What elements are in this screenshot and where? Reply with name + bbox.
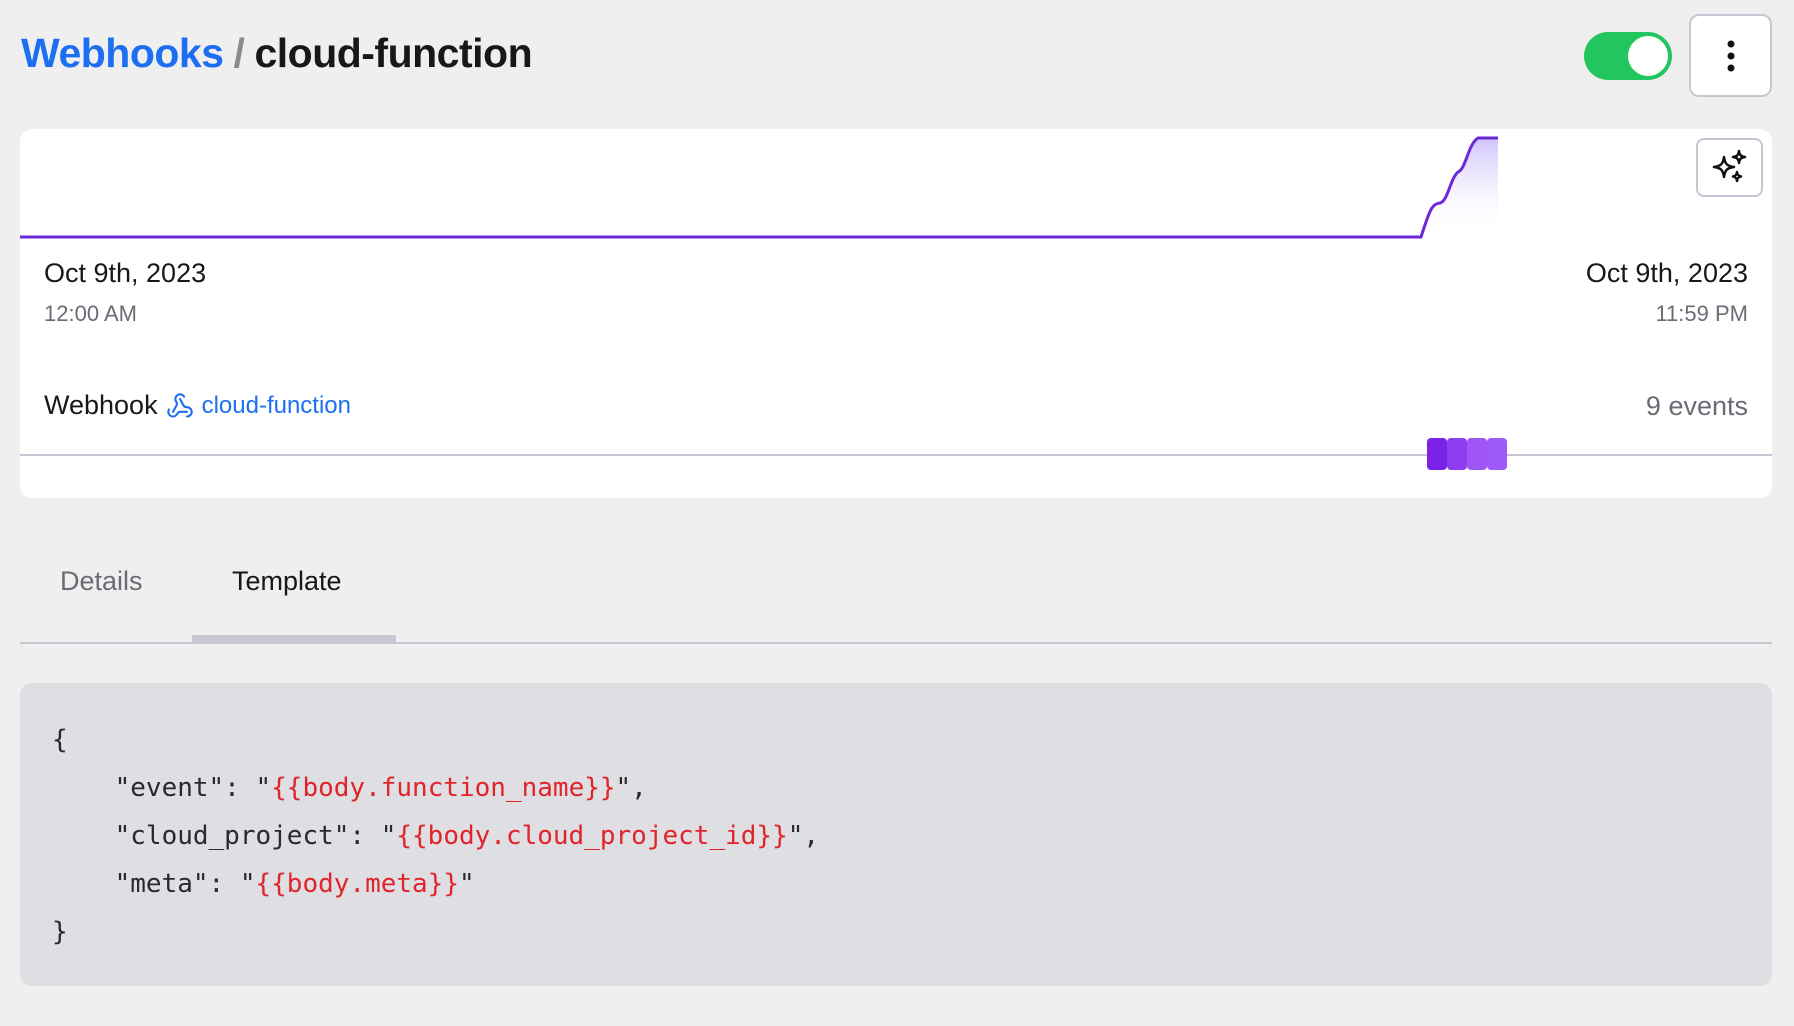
code-line: "meta": "{{body.meta}}"	[52, 860, 1740, 908]
chart-line	[20, 136, 1498, 239]
template-code-block[interactable]: { "event": "{{body.function_name}}", "cl…	[20, 683, 1772, 986]
end-time: 11:59 PM	[1655, 301, 1748, 326]
code-open-brace: {	[52, 725, 68, 755]
event-marker[interactable]	[1487, 438, 1507, 470]
code-template-var: {{body.meta}}	[255, 869, 460, 899]
start-date: Oct 9th, 2023	[44, 258, 207, 288]
code-line: "cloud_project": "{{body.cloud_project_i…	[52, 812, 1740, 860]
event-activity-chart	[20, 136, 1498, 239]
ai-insights-button[interactable]	[1696, 138, 1763, 197]
source-label: Webhook	[44, 390, 158, 420]
code-template-var: {{body.function_name}}	[271, 773, 616, 803]
tab-template[interactable]: Template	[232, 566, 342, 596]
source-webhook-link[interactable]: cloud-function	[201, 391, 352, 419]
code-template-var: {{body.cloud_project_id}}	[396, 821, 788, 851]
event-timeline-card: Oct 9th, 2023 12:00 AM Oct 9th, 2023 11:…	[20, 129, 1772, 498]
active-tab-indicator	[192, 635, 396, 642]
code-line: "event": "{{body.function_name}}",	[52, 764, 1740, 812]
end-date: Oct 9th, 2023	[1585, 258, 1748, 288]
event-marker[interactable]	[1447, 438, 1467, 470]
breadcrumb: Webhooks/cloud-function	[21, 30, 533, 77]
toggle-knob	[1628, 36, 1668, 76]
breadcrumb-webhooks-link[interactable]: Webhooks	[21, 30, 224, 76]
webhook-source: Webhook cloud-function	[44, 390, 351, 421]
code-key: "event": "	[52, 773, 272, 803]
code-key: "meta": "	[52, 869, 256, 899]
code-close-brace: }	[52, 917, 68, 947]
more-vertical-icon	[1727, 40, 1734, 71]
chart-area	[1421, 138, 1498, 237]
timeline-track	[20, 454, 1772, 456]
tabs-divider	[20, 642, 1772, 644]
start-time: 12:00 AM	[44, 301, 137, 326]
sparkles-icon	[1712, 149, 1746, 182]
code-tail: ",	[615, 773, 647, 803]
event-marker[interactable]	[1427, 438, 1447, 470]
event-marker[interactable]	[1467, 438, 1487, 470]
enabled-toggle[interactable]	[1584, 32, 1672, 80]
code-tail: "	[459, 869, 475, 899]
event-count: 9 events	[1645, 391, 1748, 421]
webhook-icon	[166, 392, 193, 418]
more-options-button[interactable]	[1689, 14, 1772, 97]
page-title: cloud-function	[254, 30, 533, 76]
code-key: "cloud_project": "	[52, 821, 397, 851]
code-tail: ",	[787, 821, 820, 851]
tab-details[interactable]: Details	[60, 566, 143, 596]
breadcrumb-separator: /	[233, 30, 245, 76]
